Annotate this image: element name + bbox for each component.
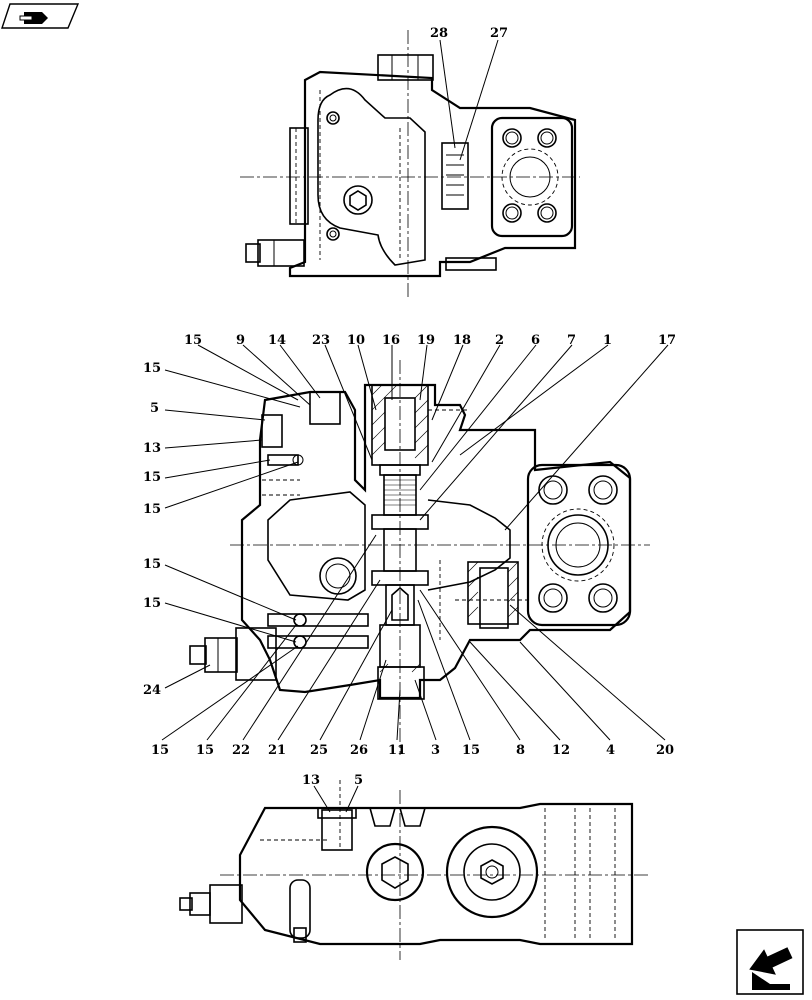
callout-20: 20: [656, 743, 674, 758]
callout-27: 27: [490, 26, 508, 41]
callout-11: 11: [388, 743, 406, 758]
section-bottom-callouts: 15 15 22 21 25 26 11 3 15 8 12 4 20: [151, 743, 674, 758]
callout-8: 8: [516, 743, 525, 758]
next-page-button[interactable]: [736, 929, 804, 995]
callout-10: 10: [347, 333, 365, 348]
callout-1: 1: [603, 333, 612, 348]
callout-15: 15: [143, 557, 161, 572]
callout-5: 5: [354, 773, 363, 788]
callout-28: 28: [430, 26, 448, 41]
callout-13: 13: [302, 773, 320, 788]
callout-15: 15: [184, 333, 202, 348]
callout-25: 25: [310, 743, 328, 758]
callout-4: 4: [606, 743, 615, 758]
callout-12: 12: [552, 743, 570, 758]
callout-21: 21: [268, 743, 286, 758]
callout-2: 2: [495, 333, 504, 348]
callout-6: 6: [531, 333, 540, 348]
callout-14: 14: [268, 333, 286, 348]
section-view-leaders: [161, 344, 669, 741]
callout-16: 16: [382, 333, 400, 348]
callout-9: 9: [236, 333, 245, 348]
arrow-right-icon: [749, 947, 793, 990]
callout-15: 15: [143, 361, 161, 376]
callout-15: 15: [462, 743, 480, 758]
callout-15: 15: [143, 470, 161, 485]
previous-page-button[interactable]: [1, 3, 80, 29]
callout-18: 18: [453, 333, 471, 348]
callout-15: 15: [143, 502, 161, 517]
callout-22: 22: [232, 743, 250, 758]
callout-3: 3: [431, 743, 440, 758]
section-top-callouts: 15 9 14 23 10 16 19 18 2 6 7 1 17: [184, 333, 676, 348]
bottom-view-drawing: [179, 780, 650, 960]
callout-26: 26: [350, 743, 368, 758]
callout-17: 17: [658, 333, 676, 348]
callout-15: 15: [143, 596, 161, 611]
section-left-callouts: 15 5 13 15 15 15 15 24: [143, 361, 161, 698]
callout-19: 19: [417, 333, 435, 348]
callout-15: 15: [196, 743, 214, 758]
arrow-left-icon: [19, 12, 48, 24]
callout-5: 5: [150, 401, 159, 416]
callout-7: 7: [567, 333, 576, 348]
callout-13: 13: [143, 441, 161, 456]
section-view-drawing: [189, 360, 650, 755]
callout-24: 24: [143, 683, 161, 698]
callout-23: 23: [312, 333, 330, 348]
callout-15: 15: [151, 743, 169, 758]
top-view-drawing: [240, 30, 580, 300]
